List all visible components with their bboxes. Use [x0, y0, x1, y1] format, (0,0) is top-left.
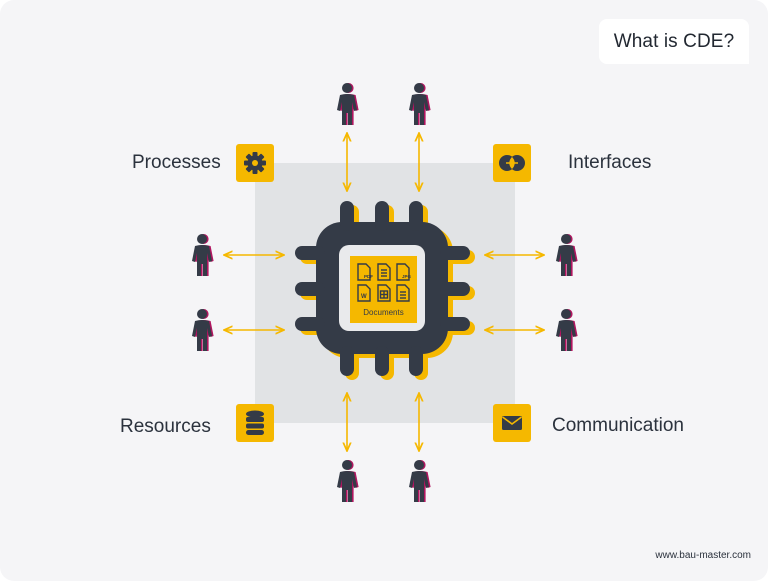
gear-icon [236, 144, 274, 182]
page-title: What is CDE? [613, 30, 735, 52]
document-icons [357, 263, 410, 302]
doc-file-icon [396, 284, 410, 302]
spreadsheet-file-icon [377, 284, 391, 302]
word-file-icon [357, 284, 371, 302]
connection-arrows [225, 134, 543, 450]
label-processes: Processes [132, 152, 221, 173]
database-icon [236, 404, 274, 442]
person-icon [556, 309, 578, 351]
person-icon [192, 234, 214, 276]
jpg-file-icon [396, 263, 410, 281]
pdf-file-icon [357, 263, 371, 281]
person-icon [337, 83, 359, 125]
documents-label: Documents [363, 308, 403, 317]
person-icon [409, 83, 431, 125]
label-resources: Resources [120, 416, 211, 437]
envelope-icon [493, 404, 531, 442]
text-file-icon [377, 263, 391, 281]
website-url: www.bau-master.com [655, 550, 751, 561]
documents-panel [350, 256, 417, 323]
jpg-tag: JPG [402, 274, 412, 279]
person-icon [409, 460, 431, 502]
label-communication: Communication [552, 415, 684, 436]
person-icon [556, 234, 578, 276]
title-box: What is CDE? [599, 19, 749, 64]
pdf-tag: PDF [364, 274, 373, 279]
word-tag: W [361, 294, 367, 300]
interface-circles-icon [493, 144, 531, 182]
person-icon [192, 309, 214, 351]
person-icon [337, 460, 359, 502]
label-interfaces: Interfaces [568, 152, 652, 173]
